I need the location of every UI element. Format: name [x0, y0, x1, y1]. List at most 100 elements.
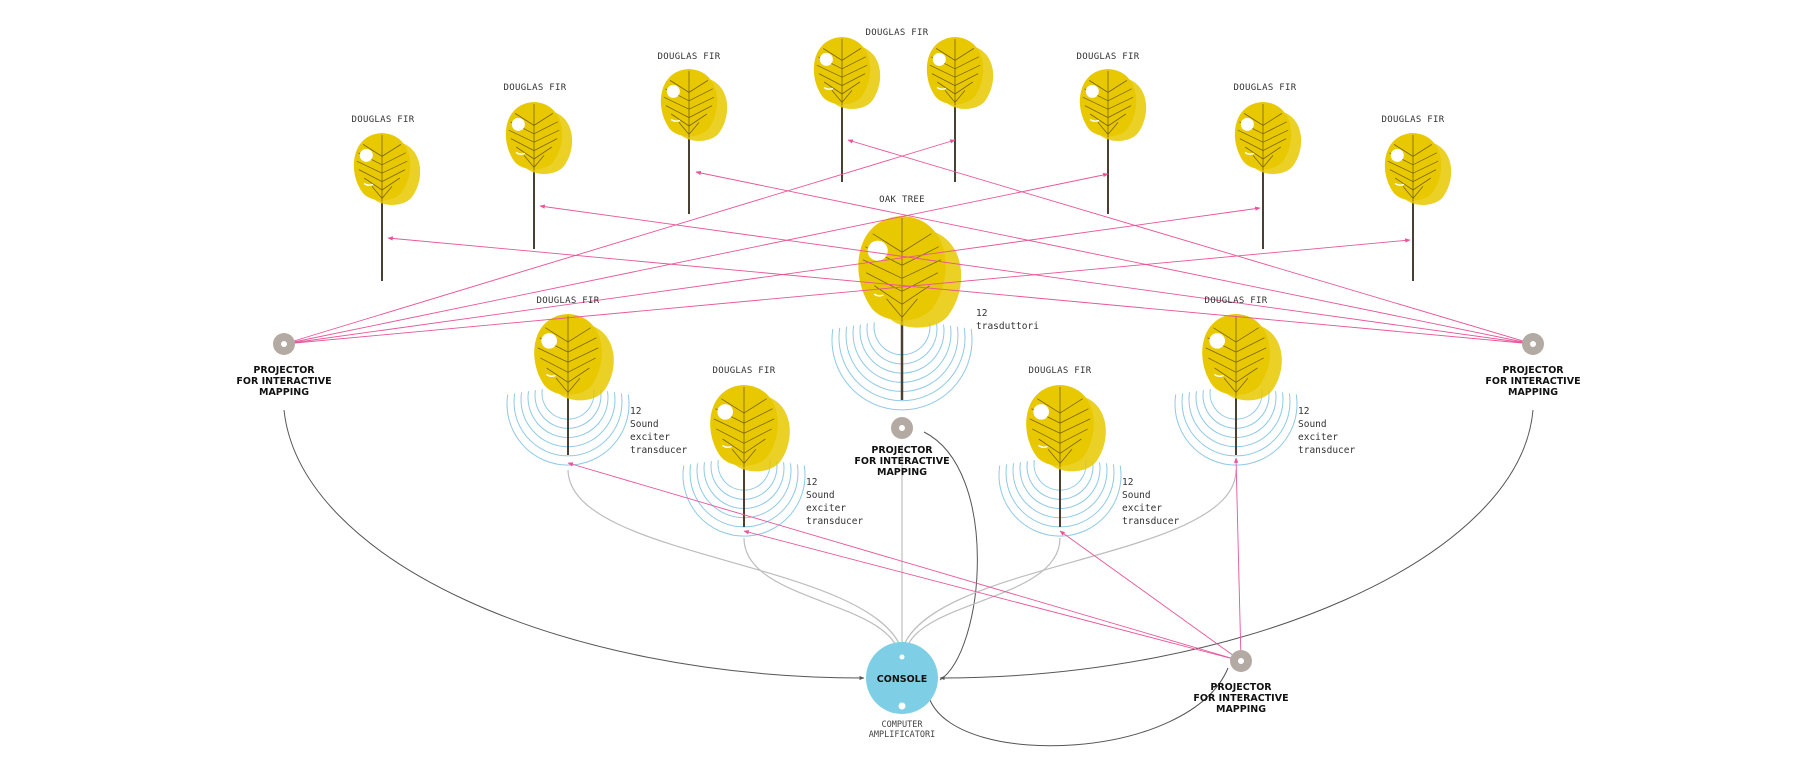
cable-right-projector — [939, 409, 1534, 680]
sound-wave-ring — [513, 393, 623, 457]
back-tree-label: DOUGLAS FIR — [1234, 83, 1297, 93]
projector-label-line: FOR INTERACTIVE — [1485, 376, 1580, 387]
projector-label-line: MAPPING — [259, 387, 309, 398]
leaf-hole — [1240, 117, 1254, 131]
oak-transducer-label: 12 — [976, 308, 987, 319]
back-tree-0 — [353, 133, 421, 281]
device-layer — [273, 333, 1544, 714]
front-transducer-label: exciter — [1122, 503, 1162, 514]
leaf-hole — [932, 52, 946, 66]
leaf-hole — [867, 240, 888, 261]
back-tree-label: DOUGLAS FIR — [866, 28, 929, 38]
projection-link-8 — [567, 462, 1242, 662]
front-transducer-label: exciter — [630, 432, 670, 443]
front-transducer-label: transducer — [1298, 445, 1355, 456]
projector-label-line: PROJECTOR — [1502, 365, 1564, 376]
front-tree-label: DOUGLAS FIR — [537, 296, 600, 306]
projection-link-4 — [847, 139, 1534, 345]
projection-link-11 — [1233, 457, 1242, 662]
sound-wave-ring — [831, 328, 973, 411]
sound-wave-ring — [682, 465, 806, 537]
oak-tree-label: OAK TREE — [879, 195, 925, 205]
leaf-hole — [666, 84, 680, 98]
cable-layer — [283, 409, 1534, 747]
transducer-cable-1 — [743, 537, 899, 651]
front-transducer-label: exciter — [806, 503, 846, 514]
transducer-cable-0 — [567, 469, 903, 651]
front-tree-label: DOUGLAS FIR — [1205, 296, 1268, 306]
leaf-hole — [819, 52, 833, 66]
tree-layer — [353, 37, 1452, 527]
back-tree-label: DOUGLAS FIR — [1382, 115, 1445, 125]
console-sub-label: AMPLIFICATORI — [869, 730, 936, 740]
cable-bottom-projector — [929, 667, 1229, 747]
back-tree-label: DOUGLAS FIR — [658, 52, 721, 62]
leaf-hole — [1033, 404, 1049, 420]
back-tree-7 — [1384, 133, 1452, 281]
projection-link-9 — [743, 530, 1242, 662]
back-tree-5 — [1079, 69, 1147, 214]
back-tree-label: DOUGLAS FIR — [504, 83, 567, 93]
console — [866, 642, 938, 714]
front-transducer-label: 12 — [1122, 477, 1133, 488]
cable-left-projector — [283, 409, 865, 680]
back-tree-6 — [1234, 102, 1302, 249]
projection-link-0 — [283, 139, 956, 345]
leaf-hole — [511, 117, 525, 131]
front-transducer-label: transducer — [1122, 516, 1179, 527]
leaf-hole — [1390, 148, 1404, 162]
projector-3 — [1230, 650, 1252, 672]
back-tree-label: DOUGLAS FIR — [1077, 52, 1140, 62]
front-transducer-label: 12 — [806, 477, 817, 488]
leaf-veins — [929, 39, 981, 105]
projection-link-6 — [539, 204, 1534, 345]
front-transducer-label: transducer — [630, 445, 687, 456]
leaf-hole — [1085, 84, 1099, 98]
projector-2 — [1522, 333, 1544, 355]
front-transducer-label: Sound — [630, 419, 659, 430]
front-tree-2 — [1026, 385, 1106, 527]
front-transducer-label: 12 — [1298, 406, 1309, 417]
projector-label-line: MAPPING — [1216, 704, 1266, 715]
transducer-cable-2 — [905, 537, 1061, 651]
projector-1 — [891, 417, 913, 439]
leaf-hole — [541, 333, 557, 349]
projector-label-line: PROJECTOR — [871, 445, 933, 456]
leaf-hole — [359, 148, 373, 162]
projector-label-line: FOR INTERACTIVE — [236, 376, 331, 387]
projector-label-line: PROJECTOR — [253, 365, 315, 376]
projection-link-10 — [1059, 530, 1242, 662]
front-tree-label: DOUGLAS FIR — [713, 366, 776, 376]
leaf-veins — [1029, 387, 1091, 467]
front-transducer-label: Sound — [806, 490, 835, 501]
front-tree-0 — [534, 314, 614, 455]
projection-link-2 — [283, 206, 1261, 345]
front-tree-label: DOUGLAS FIR — [1029, 366, 1092, 376]
back-tree-3 — [813, 37, 881, 182]
projection-link-7 — [387, 236, 1534, 345]
projection-link-5 — [695, 170, 1534, 345]
projector-label-line: FOR INTERACTIVE — [1193, 693, 1288, 704]
front-transducer-label: exciter — [1298, 432, 1338, 443]
sound-wave-ring — [998, 465, 1122, 537]
projector-0 — [273, 333, 295, 355]
projection-link-layer — [283, 139, 1534, 662]
front-transducer-label: Sound — [1298, 419, 1327, 430]
back-tree-2 — [660, 69, 728, 214]
projector-label-line: PROJECTOR — [1210, 682, 1272, 693]
leaf-hole — [717, 404, 733, 420]
console-label: CONSOLE — [877, 674, 927, 685]
back-tree-label: DOUGLAS FIR — [352, 115, 415, 125]
cable-center-projector — [923, 431, 978, 681]
back-tree-1 — [505, 102, 573, 249]
console-sub-label: COMPUTER — [882, 720, 924, 730]
front-tree-3 — [1202, 314, 1282, 455]
projector-label-line: MAPPING — [877, 467, 927, 478]
leaf-hole — [1209, 333, 1225, 349]
front-transducer-label: 12 — [630, 406, 641, 417]
sound-wave-ring — [838, 327, 966, 402]
transducer-cable-3 — [901, 469, 1237, 651]
